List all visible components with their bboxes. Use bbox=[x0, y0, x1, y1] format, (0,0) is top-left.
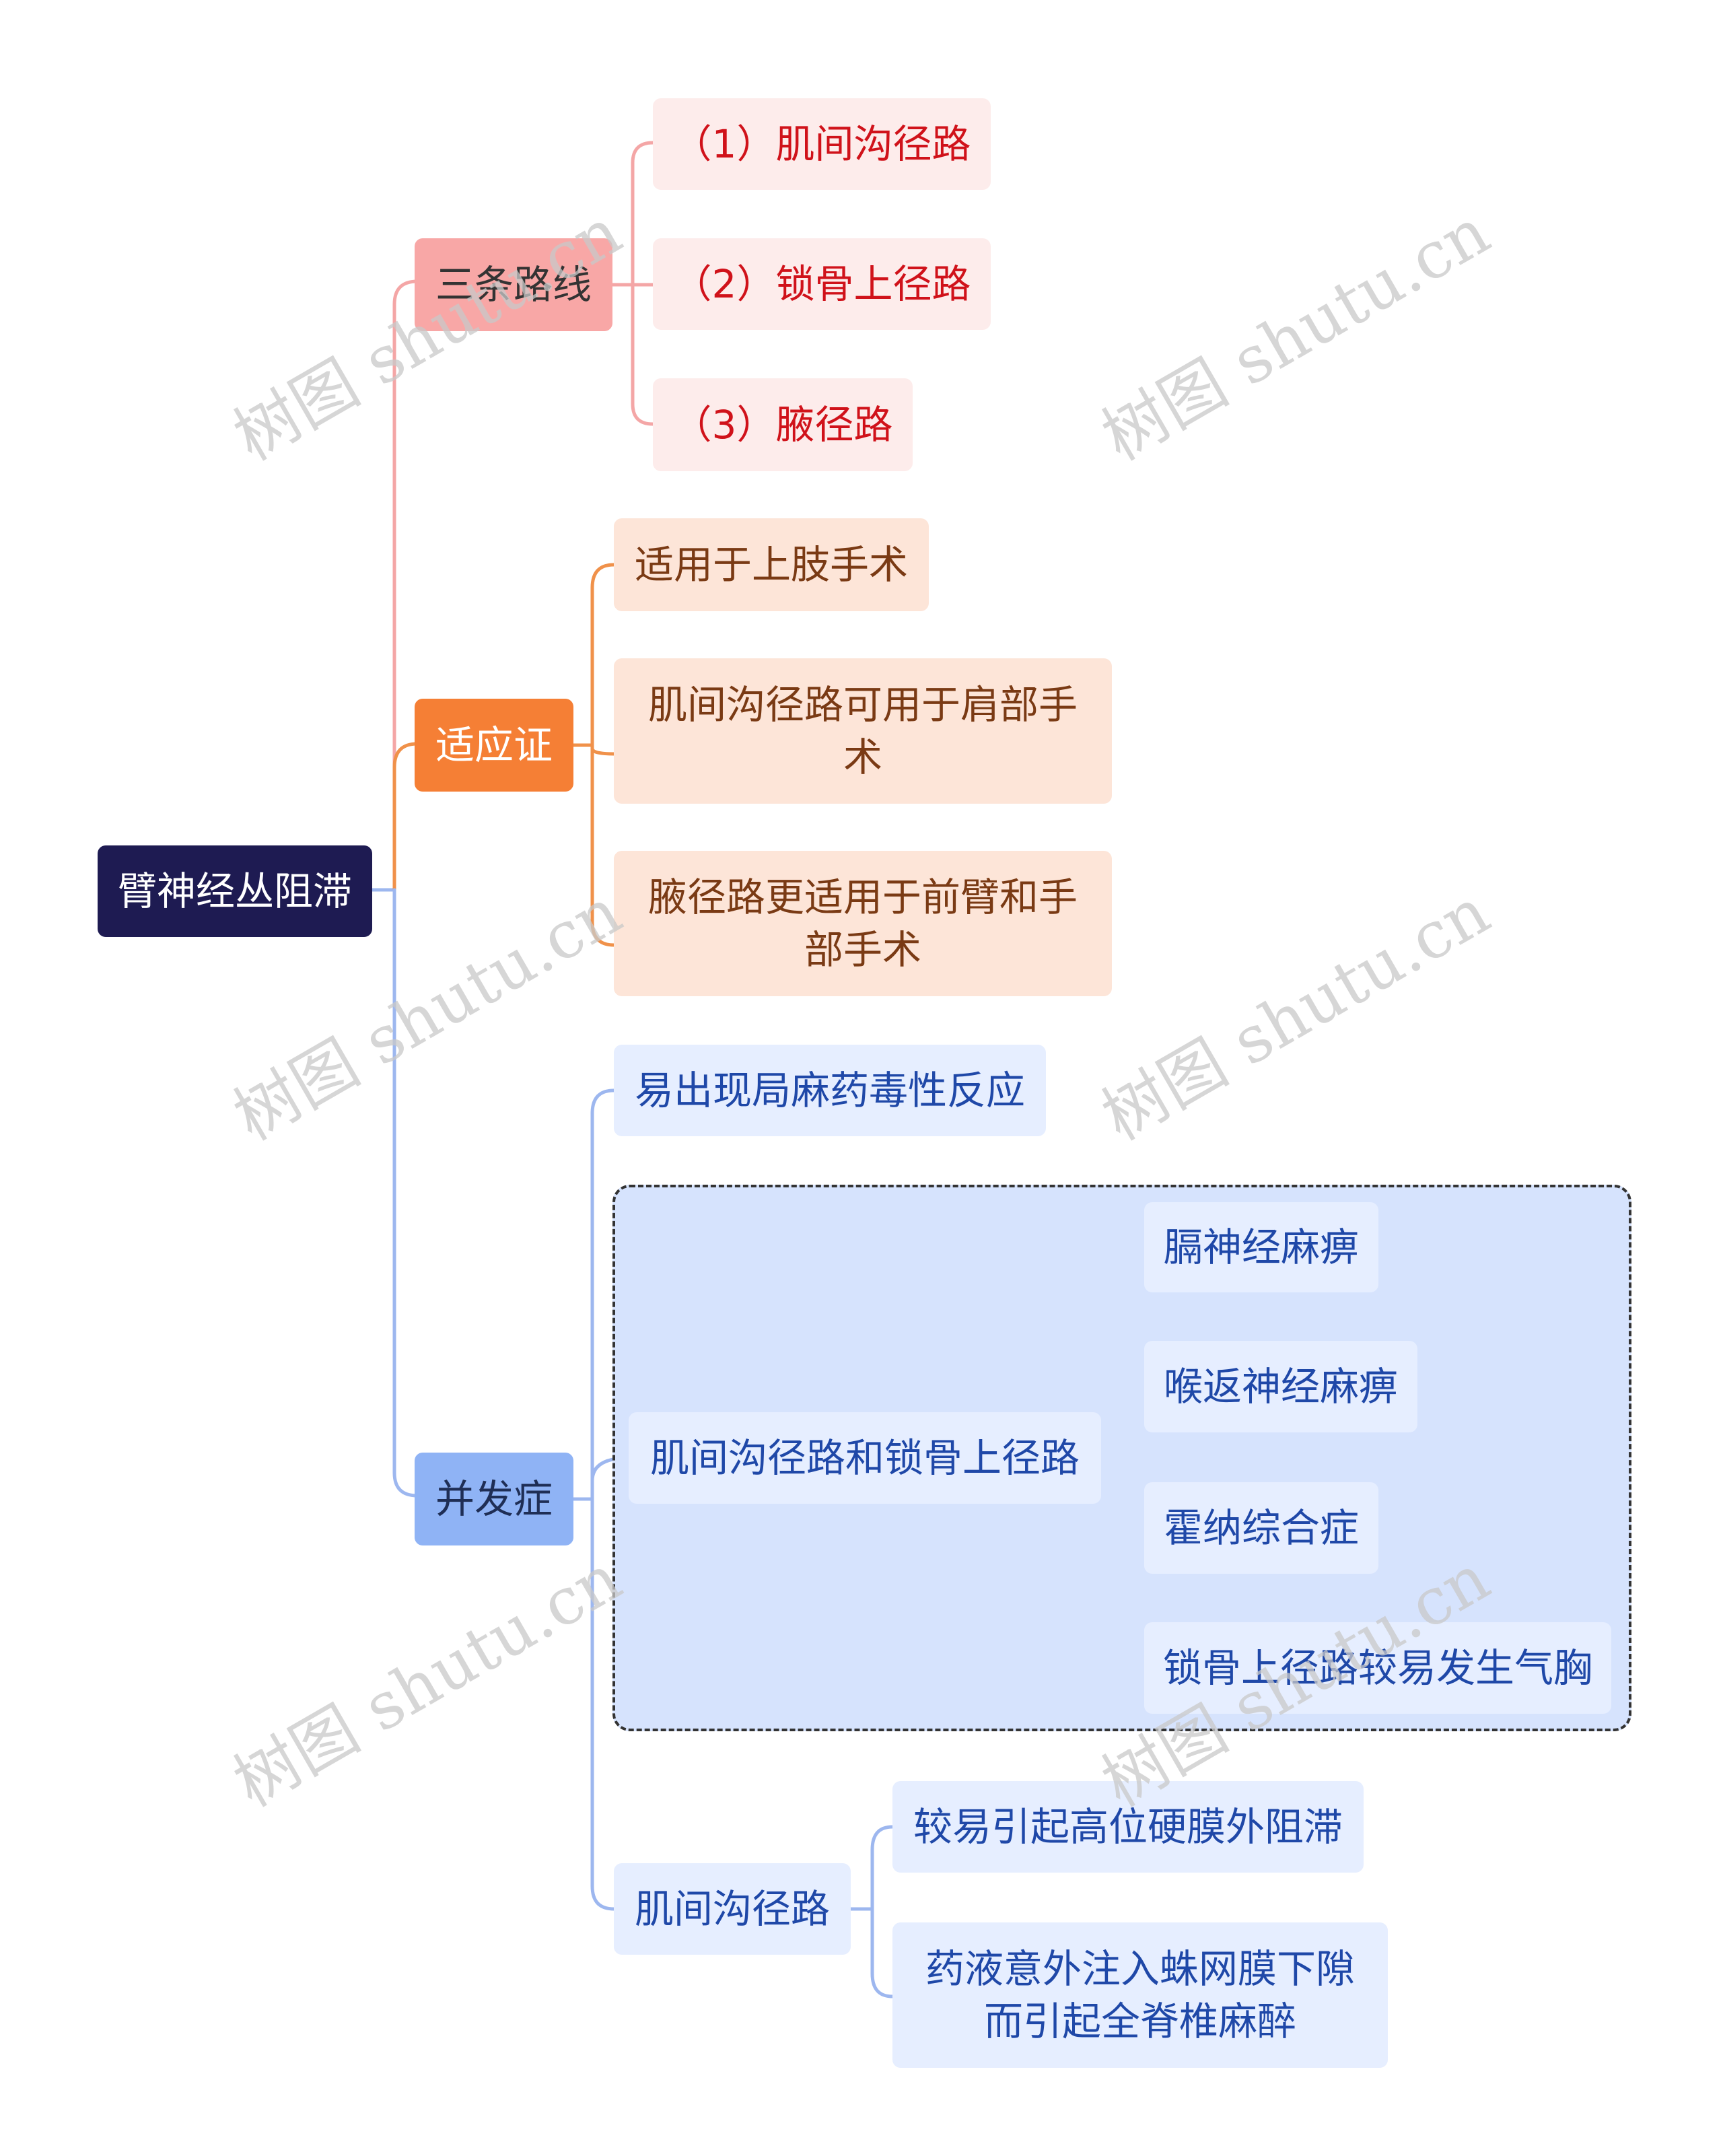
indication-item[interactable]: 腋径路更适用于前臂和手部手术 bbox=[614, 851, 1112, 996]
connector-route-3 bbox=[631, 283, 655, 426]
route-item[interactable]: （1）肌间沟径路 bbox=[653, 98, 991, 190]
connector-indications bbox=[392, 742, 419, 892]
root-node[interactable]: 臂神经丛阻滞 bbox=[98, 845, 372, 937]
branch-complications-label: 并发症 bbox=[435, 1476, 553, 1522]
complication-detail-label: 较易引起高位硬膜外阻滞 bbox=[913, 1804, 1343, 1850]
route-item[interactable]: （2）锁骨上径路 bbox=[653, 238, 991, 330]
complication-detail[interactable]: 药液意外注入蛛网膜下隙而引起全脊椎麻醉 bbox=[892, 1922, 1388, 2068]
branch-complications[interactable]: 并发症 bbox=[415, 1453, 573, 1545]
complication-detail[interactable]: 膈神经麻痹 bbox=[1144, 1202, 1378, 1292]
connector-is-2 bbox=[870, 1907, 894, 1998]
route-item-label: （1）肌间沟径路 bbox=[672, 121, 971, 167]
indication-item-label: 肌间沟径路可用于肩部手术 bbox=[647, 682, 1078, 780]
complication-subtopic[interactable]: 肌间沟径路和锁骨上径路 bbox=[629, 1412, 1101, 1504]
route-item[interactable]: （3）腋径路 bbox=[653, 378, 913, 471]
connector-indication-1 bbox=[590, 563, 616, 747]
branch-indications-label: 适应证 bbox=[435, 722, 553, 768]
complication-subtopic-label: 肌间沟径路和锁骨上径路 bbox=[649, 1435, 1080, 1481]
connector-indication-3 bbox=[590, 743, 616, 947]
complication-detail[interactable]: 锁骨上径路较易发生气胸 bbox=[1144, 1622, 1611, 1714]
branch-indications[interactable]: 适应证 bbox=[415, 699, 573, 792]
complication-detail[interactable]: 较易引起高位硬膜外阻滞 bbox=[892, 1781, 1364, 1873]
connector-route-1 bbox=[631, 141, 655, 287]
branch-routes[interactable]: 三条路线 bbox=[415, 238, 612, 331]
connector-indication-2 bbox=[590, 743, 616, 756]
indication-item[interactable]: 肌间沟径路可用于肩部手术 bbox=[614, 658, 1112, 804]
route-item-label: （3）腋径路 bbox=[672, 402, 893, 448]
complication-detail-label: 药液意外注入蛛网膜下隙而引起全脊椎麻醉 bbox=[925, 1946, 1355, 2044]
complication-detail-label: 喉返神经麻痹 bbox=[1163, 1364, 1398, 1410]
complication-item[interactable]: 易出现局麻药毒性反应 bbox=[614, 1045, 1046, 1136]
connector-is-1 bbox=[870, 1825, 894, 1911]
complication-detail[interactable]: 霍纳综合症 bbox=[1144, 1482, 1378, 1574]
indication-item[interactable]: 适用于上肢手术 bbox=[614, 518, 929, 611]
connector-routes bbox=[392, 279, 419, 892]
route-item-label: （2）锁骨上径路 bbox=[672, 261, 971, 307]
complication-detail-label: 霍纳综合症 bbox=[1163, 1505, 1359, 1551]
root-label: 臂神经丛阻滞 bbox=[117, 868, 352, 914]
connector-complications bbox=[392, 888, 419, 1498]
connector-comp-1 bbox=[590, 1088, 616, 1501]
complication-detail-label: 锁骨上径路较易发生气胸 bbox=[1162, 1645, 1592, 1691]
indication-item-label: 适用于上肢手术 bbox=[634, 542, 908, 588]
indication-item-label: 腋径路更适用于前臂和手部手术 bbox=[647, 874, 1078, 973]
complication-subtopic-label: 肌间沟径路 bbox=[634, 1886, 830, 1932]
complication-detail[interactable]: 喉返神经麻痹 bbox=[1144, 1341, 1417, 1432]
complication-detail-label: 膈神经麻痹 bbox=[1163, 1224, 1359, 1270]
complication-subtopic[interactable]: 肌间沟径路 bbox=[614, 1863, 851, 1955]
branch-routes-label: 三条路线 bbox=[435, 262, 592, 308]
connector-comp-3 bbox=[590, 1497, 616, 1911]
complication-item-label: 易出现局麻药毒性反应 bbox=[634, 1068, 1025, 1113]
